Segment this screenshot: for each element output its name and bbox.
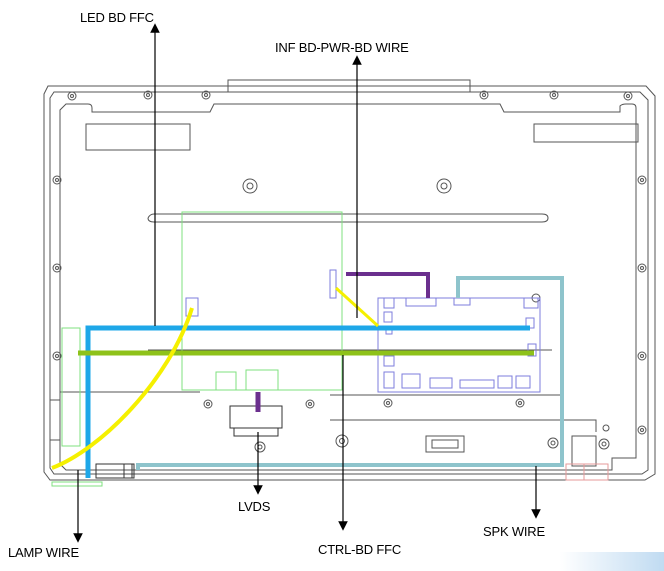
- led-bd-ffc-label: LED BD FFC: [80, 10, 154, 25]
- control-board: [185, 269, 541, 393]
- screw-icon: [598, 438, 610, 450]
- screw-icon: [201, 90, 211, 100]
- screw-icon: [637, 425, 647, 435]
- screw-icon: [383, 398, 393, 408]
- screw-icon: [549, 90, 559, 100]
- screw-icon: [52, 175, 62, 185]
- screw-icon: [52, 351, 62, 361]
- screw-icon: [637, 351, 647, 361]
- screw-icon: [623, 91, 633, 101]
- chassis-frame: [43, 79, 656, 481]
- spk-wire: [136, 276, 564, 470]
- lvds-label: LVDS: [238, 499, 271, 514]
- callout-lines: [73, 23, 541, 543]
- screw-icon: [602, 424, 610, 432]
- screw-icon: [436, 178, 452, 194]
- led-bd-ffc-cable: [85, 325, 530, 478]
- screw-icon: [143, 90, 153, 100]
- screw-icon: [515, 398, 525, 408]
- spk-wire-label: SPK WIRE: [483, 524, 545, 539]
- speaker-connector: [565, 463, 609, 481]
- lamp-wire-label: LAMP WIRE: [8, 545, 79, 560]
- lamp-wire: [51, 307, 194, 470]
- screw-icon: [67, 91, 77, 101]
- screw-icon: [52, 263, 62, 273]
- bottom-gradient-strip: [560, 552, 664, 571]
- screw-icon: [637, 175, 647, 185]
- screw-icon: [203, 399, 213, 409]
- ctrl-bd-ffc-label: CTRL-BD FFC: [318, 542, 402, 557]
- led-board: [51, 211, 343, 487]
- screw-icon: [305, 399, 315, 409]
- screw-icon: [547, 437, 559, 449]
- screw-icon: [254, 441, 266, 453]
- screw-icon: [335, 434, 349, 448]
- mounting-screws: [52, 90, 647, 453]
- screw-icon: [637, 263, 647, 273]
- inf-bd-pwr-bd-wire-label: INF BD-PWR-BD WIRE: [275, 40, 409, 55]
- screw-icon: [479, 90, 489, 100]
- inf-bd-pwr-bd-wire: [346, 272, 430, 298]
- lamp-connector: [95, 463, 135, 479]
- screw-icon: [242, 178, 258, 194]
